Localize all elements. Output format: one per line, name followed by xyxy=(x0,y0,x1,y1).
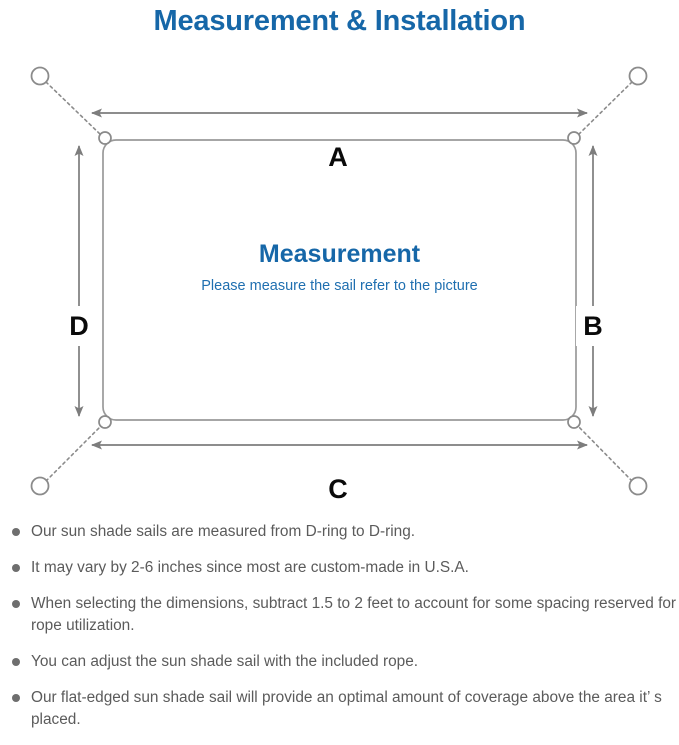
anchor-point-top-right xyxy=(628,66,648,86)
d-rings xyxy=(98,131,581,429)
anchor-point-top-left xyxy=(30,66,50,86)
dimension-label-c: C xyxy=(310,473,366,505)
list-item: Our flat-edged sun shade sail will provi… xyxy=(0,687,679,731)
list-item: Our sun shade sails are measured from D-… xyxy=(0,521,679,543)
d-ring-bottom-left xyxy=(98,415,112,429)
bullet-icon xyxy=(12,658,20,666)
list-item: When selecting the dimensions, subtract … xyxy=(0,593,679,637)
rope-bottom-right xyxy=(576,424,633,482)
rope-lines xyxy=(45,81,633,482)
list-item-text: Our sun shade sails are measured from D-… xyxy=(31,523,416,540)
notes-list: Our sun shade sails are measured from D-… xyxy=(0,521,679,745)
list-item-text: It may vary by 2-6 inches since most are… xyxy=(31,559,469,576)
list-item-text: Our flat-edged sun shade sail will provi… xyxy=(31,689,662,728)
bullet-icon xyxy=(12,528,20,536)
anchor-point-bottom-right xyxy=(628,476,648,496)
d-ring-top-right xyxy=(567,131,581,145)
page-title: Measurement & Installation xyxy=(153,5,526,37)
dimension-label-a: A xyxy=(310,141,366,173)
bullet-icon xyxy=(12,600,20,608)
bullet-icon xyxy=(12,694,20,702)
anchor-points xyxy=(30,66,648,496)
dimension-label-b: B xyxy=(576,306,610,346)
anchor-point-bottom-left xyxy=(30,476,50,496)
d-ring-top-left xyxy=(98,131,112,145)
list-item: It may vary by 2-6 inches since most are… xyxy=(0,557,679,579)
list-item-text: When selecting the dimensions, subtract … xyxy=(31,595,677,634)
list-item-text: You can adjust the sun shade sail with t… xyxy=(31,653,419,670)
rope-bottom-left xyxy=(45,424,103,482)
sun-shade-sail-measurement-diagram: Measurement Please measure the sail refe… xyxy=(0,44,679,514)
list-item: You can adjust the sun shade sail with t… xyxy=(0,651,679,673)
sail-outline xyxy=(102,139,577,421)
diagram-svg xyxy=(30,66,648,496)
d-ring-bottom-right xyxy=(567,415,581,429)
dimension-label-d: D xyxy=(62,306,96,346)
rope-top-right xyxy=(576,81,633,137)
bullet-icon xyxy=(12,564,20,572)
rope-top-left xyxy=(45,81,103,137)
